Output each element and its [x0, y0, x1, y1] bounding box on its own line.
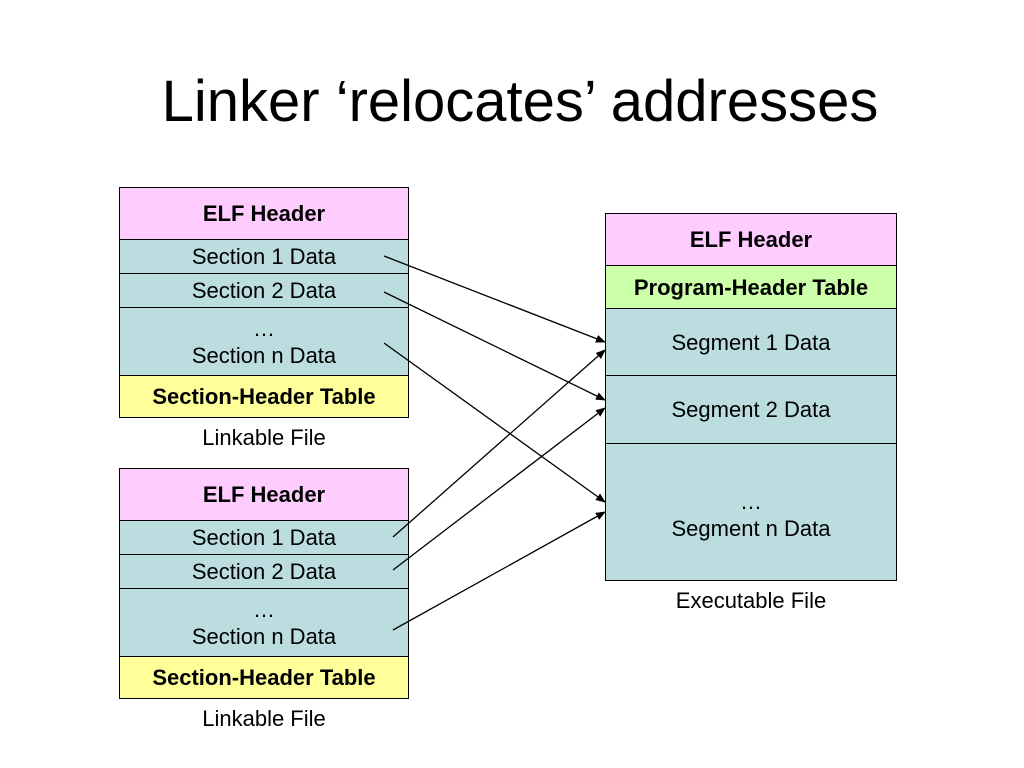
arrow-file2-sectionn-to-segmentn [392, 511, 606, 631]
segment-2-data: Segment 2 Data [605, 376, 897, 444]
elf-header: ELF Header [119, 187, 409, 240]
arrow-file2-section1-to-segment1 [392, 349, 606, 538]
section-1-label: Section 1 Data [191, 525, 337, 550]
elf-header: ELF Header [119, 468, 409, 521]
ellipsis: … [253, 315, 275, 341]
section-n-label: Section n Data [191, 623, 337, 649]
segment-n-label: Segment n Data [671, 516, 831, 541]
linkable-file-1: ELF Header Section 1 Data Section 2 Data… [119, 187, 409, 451]
linkable-file-2: ELF Header Section 1 Data Section 2 Data… [119, 468, 409, 732]
section-1-data: Section 1 Data [119, 240, 409, 274]
section-2-data: Section 2 Data [119, 274, 409, 308]
arrow-file2-section2-to-segment2 [392, 407, 606, 571]
section-header-table: Section-Header Table [119, 376, 409, 418]
section-n-data: … Section n Data [119, 308, 409, 376]
file-caption: Linkable File [202, 706, 326, 731]
segment-n-data: … Segment n Data [605, 444, 897, 581]
program-header-table: Program-Header Table [605, 266, 897, 309]
ellipsis: … [740, 489, 762, 514]
elf-header-label: ELF Header [689, 227, 813, 252]
arrow-file1-section1-to-segment1 [383, 255, 606, 343]
section-2-label: Section 2 Data [191, 278, 337, 303]
executable-file: ELF Header Program-Header Table Segment … [605, 213, 897, 614]
arrow-file1-sectionn-to-segmentn [383, 342, 606, 503]
elf-header-label: ELF Header [202, 482, 326, 507]
segment-1-data: Segment 1 Data [605, 309, 897, 376]
section-header-table-label: Section-Header Table [152, 665, 376, 690]
segment-1-label: Segment 1 Data [671, 329, 831, 355]
section-header-table-label: Section-Header Table [152, 384, 376, 409]
page-title: Linker ‘relocates’ addresses [161, 69, 879, 134]
section-n-label: Section n Data [191, 342, 337, 368]
elf-header: ELF Header [605, 213, 897, 266]
file-caption: Linkable File [202, 425, 326, 450]
section-header-table: Section-Header Table [119, 657, 409, 699]
elf-header-label: ELF Header [202, 201, 326, 226]
section-1-data: Section 1 Data [119, 521, 409, 555]
section-n-data: … Section n Data [119, 589, 409, 657]
segment-2-label: Segment 2 Data [671, 397, 831, 422]
section-2-data: Section 2 Data [119, 555, 409, 589]
section-1-label: Section 1 Data [191, 244, 337, 269]
program-header-table-label: Program-Header Table [633, 274, 869, 300]
ellipsis: … [253, 596, 275, 622]
arrow-file1-section2-to-segment2 [383, 291, 606, 401]
file-caption: Executable File [675, 588, 827, 613]
section-2-label: Section 2 Data [191, 559, 337, 584]
